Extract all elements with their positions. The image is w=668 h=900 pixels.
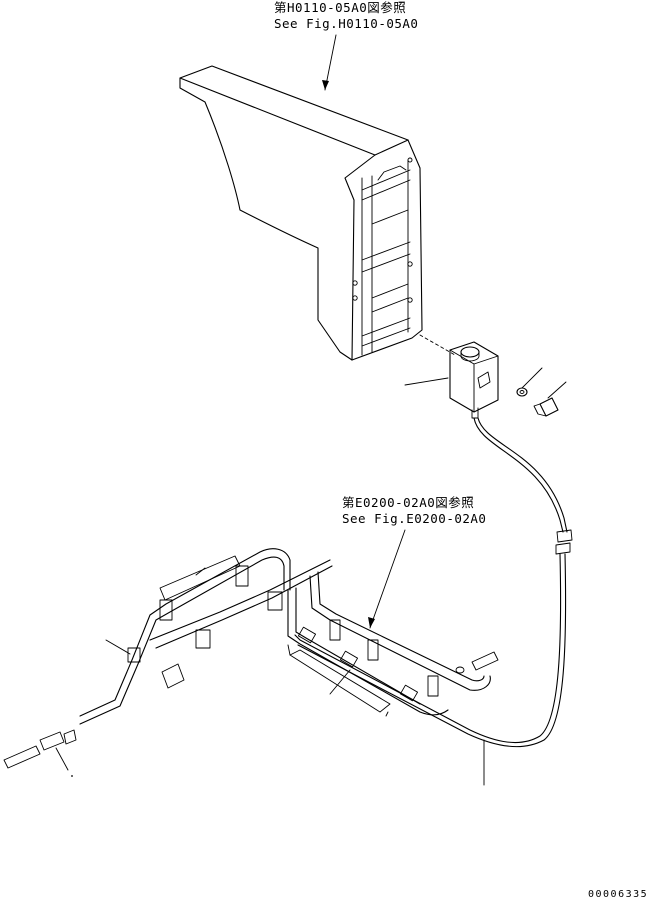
pipe-front-b <box>295 587 421 705</box>
hose-joint-2 <box>555 542 571 555</box>
hose-upper-outer <box>473 417 564 533</box>
tank-cap <box>460 346 480 358</box>
washer-hose <box>294 417 573 786</box>
nut-washer <box>455 666 465 674</box>
tank-outlet <box>471 407 479 419</box>
bolt-head <box>539 397 559 417</box>
fitting <box>39 731 65 751</box>
bolt-hole-5 <box>407 157 413 163</box>
washer-and-bolt <box>516 367 567 417</box>
bracket-3 <box>427 675 439 697</box>
pipe-assembly-right <box>287 571 499 717</box>
pipe-left-c <box>149 559 331 641</box>
leader-washer <box>521 367 543 389</box>
clamp-left-3 <box>195 629 211 649</box>
tank-cap-side <box>460 351 480 362</box>
housing-front-edge <box>344 154 376 361</box>
pipe-back-a <box>309 575 491 691</box>
tank-motor <box>477 371 491 389</box>
pipe-left-a <box>79 548 291 717</box>
leader-middle <box>369 529 406 629</box>
pipe-left-b <box>79 556 285 725</box>
hose-joint-1 <box>556 529 573 543</box>
bolt-hole-2 <box>352 295 358 301</box>
hose-end <box>3 745 41 769</box>
clamp-1 <box>297 626 317 644</box>
leader-tank <box>404 377 449 386</box>
fender-housing <box>179 65 423 361</box>
clamp-2 <box>339 650 359 668</box>
frame-handle <box>377 165 407 181</box>
housing-top-face <box>179 65 409 156</box>
bolt-hole-3 <box>407 261 413 267</box>
reference-top-jp: 第H0110-05A0図参照 <box>274 0 406 15</box>
washer-tank <box>404 341 499 419</box>
leader-middle-arrow <box>368 617 375 628</box>
clamp-left-4 <box>267 591 283 611</box>
housing-side-face <box>179 77 353 361</box>
pipe-back-b <box>317 571 485 682</box>
pipe-plate <box>289 649 391 713</box>
clamp-3 <box>399 684 419 702</box>
frame-upper-bar <box>361 169 411 201</box>
reference-top-en: See Fig.H0110-05A0 <box>274 16 418 31</box>
reference-middle-en: See Fig.E0200-02A0 <box>342 511 486 526</box>
washer-hole <box>519 390 525 394</box>
tank-body <box>449 341 499 413</box>
bracket-1 <box>329 619 341 641</box>
bolt-hole-4 <box>407 297 413 303</box>
reference-middle: 第E0200-02A0図参照 See Fig.E0200-02A0 <box>342 495 486 629</box>
leader-top-arrow <box>322 80 329 90</box>
housing-back-edge <box>351 139 423 361</box>
hose-lower-outer <box>294 553 562 743</box>
frame-inner-line <box>371 209 409 225</box>
leader-fitting <box>55 747 69 771</box>
leader-plate-left <box>195 567 206 576</box>
pipe-plate-edge <box>287 644 389 717</box>
bolt-right <box>471 651 499 671</box>
bolt-hole-1 <box>352 280 358 286</box>
hose-upper-inner <box>477 417 568 533</box>
pipe-front-a <box>287 589 449 716</box>
tank-edges <box>449 349 499 413</box>
fitting-nut <box>63 729 77 745</box>
reference-middle-jp: 第E0200-02A0図参照 <box>342 495 474 510</box>
reference-top: 第H0110-05A0図参照 See Fig.H0110-05A0 <box>274 0 418 91</box>
frame-middle-bar <box>361 241 411 273</box>
leader-clamp <box>329 669 351 695</box>
leader-bolt <box>547 381 567 399</box>
drawing-code: 00006335 <box>588 889 648 900</box>
clamp-left-5 <box>127 647 141 663</box>
bracket-left <box>161 663 185 689</box>
washer <box>516 387 528 397</box>
bolt-shank <box>533 403 547 417</box>
guide-line <box>419 334 456 356</box>
clamp-left-1 <box>159 599 173 621</box>
hose-lower-inner <box>297 553 567 748</box>
pipe-left-d <box>155 565 333 649</box>
leader-dot <box>71 775 73 777</box>
frame-lower-inner <box>371 283 409 313</box>
bracket-2 <box>367 639 379 661</box>
clamp-left-2 <box>235 565 249 587</box>
pipe-assembly-left <box>3 548 333 777</box>
frame-lower-bar <box>361 317 411 347</box>
plate-left <box>159 555 241 601</box>
leader-clamp-left <box>105 639 131 655</box>
